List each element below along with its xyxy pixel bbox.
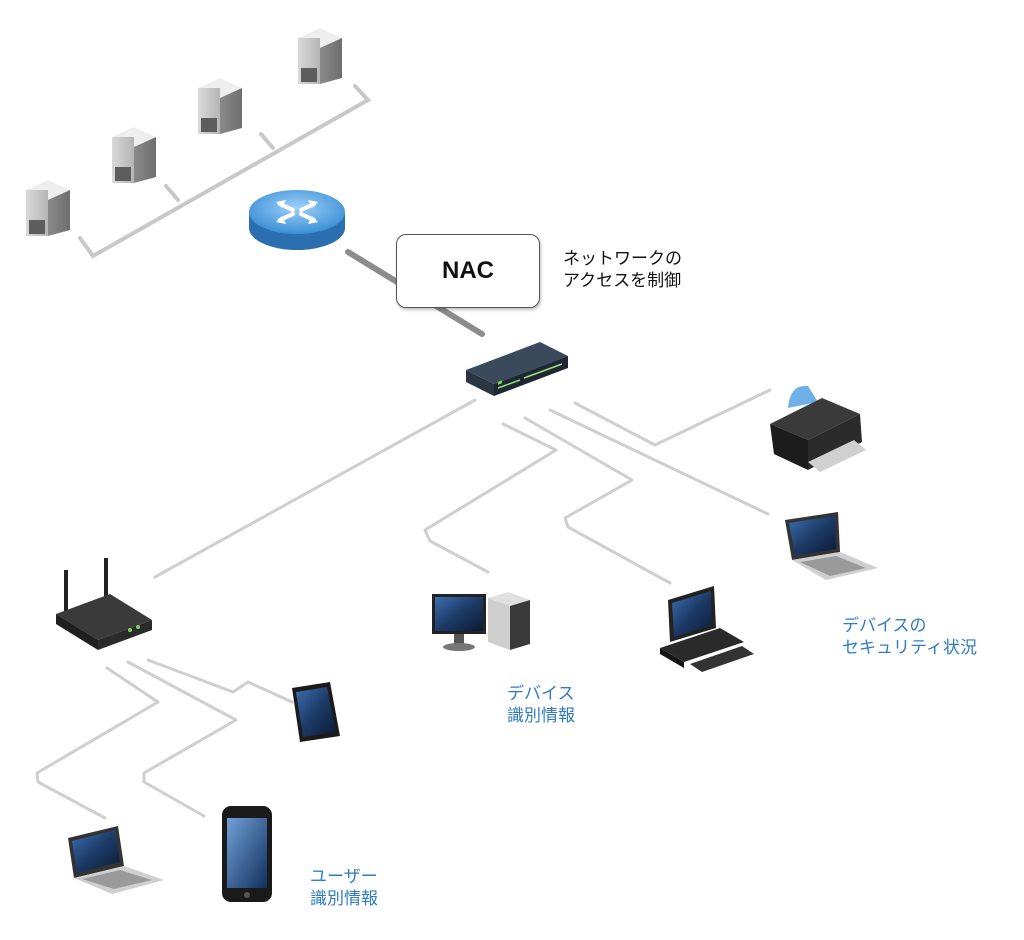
server-bus <box>78 84 372 259</box>
user-id-label-line2: 識別情報 <box>310 889 378 909</box>
line-switch-to-printer <box>573 388 772 447</box>
server-icon <box>112 127 156 183</box>
wireless-branch-lines <box>35 658 294 820</box>
nac-caption: ネットワークの アクセスを制御 <box>563 248 682 292</box>
server-tap-1 <box>164 184 180 202</box>
desktop-workstation-icon <box>660 586 754 672</box>
server-tap-2 <box>259 132 275 150</box>
server-bus-lines <box>78 84 372 259</box>
line-switch-to-desktop-tower <box>423 422 558 574</box>
router-icon <box>249 190 345 250</box>
device-security-label-line2: セキュリティ状況 <box>842 638 977 658</box>
nac-box: NAC <box>396 234 540 308</box>
device-security-label: デバイスの セキュリティ状況 <box>842 615 977 659</box>
laptop-right-icon <box>785 512 878 580</box>
nac-caption-line1: ネットワークの <box>563 249 682 269</box>
nac-caption-line2: アクセスを制御 <box>563 271 682 291</box>
line-switch-to-wireless-router <box>153 398 477 579</box>
line-router-to-tablet <box>146 658 294 704</box>
user-id-label: ユーザー 識別情報 <box>310 866 378 910</box>
line-switch-to-laptop-right <box>548 408 770 516</box>
device-id-label-line2: 識別情報 <box>507 706 575 726</box>
server-icon <box>198 78 242 134</box>
network-switch-icon <box>466 342 568 396</box>
line-router-to-phone <box>126 660 238 818</box>
laptop-left-icon <box>68 826 164 894</box>
line-router-to-laptop-left <box>35 666 160 820</box>
nac-box-label: NAC <box>442 257 494 284</box>
server-icon <box>298 28 342 84</box>
device-id-label-line1: デバイス <box>507 684 575 704</box>
switch-branch-lines <box>153 388 772 585</box>
smartphone-icon <box>222 806 272 902</box>
printer-icon <box>770 385 866 472</box>
user-id-label-line1: ユーザー <box>310 867 378 887</box>
wireless-router-icon <box>56 558 152 650</box>
line-switch-to-desktop-workstation <box>523 416 672 585</box>
tablet-icon <box>292 682 340 742</box>
desktop-tower-icon <box>432 592 530 651</box>
device-security-label-line1: デバイスの <box>842 616 927 636</box>
device-id-label: デバイス 識別情報 <box>507 683 575 727</box>
server-icon <box>26 180 70 236</box>
